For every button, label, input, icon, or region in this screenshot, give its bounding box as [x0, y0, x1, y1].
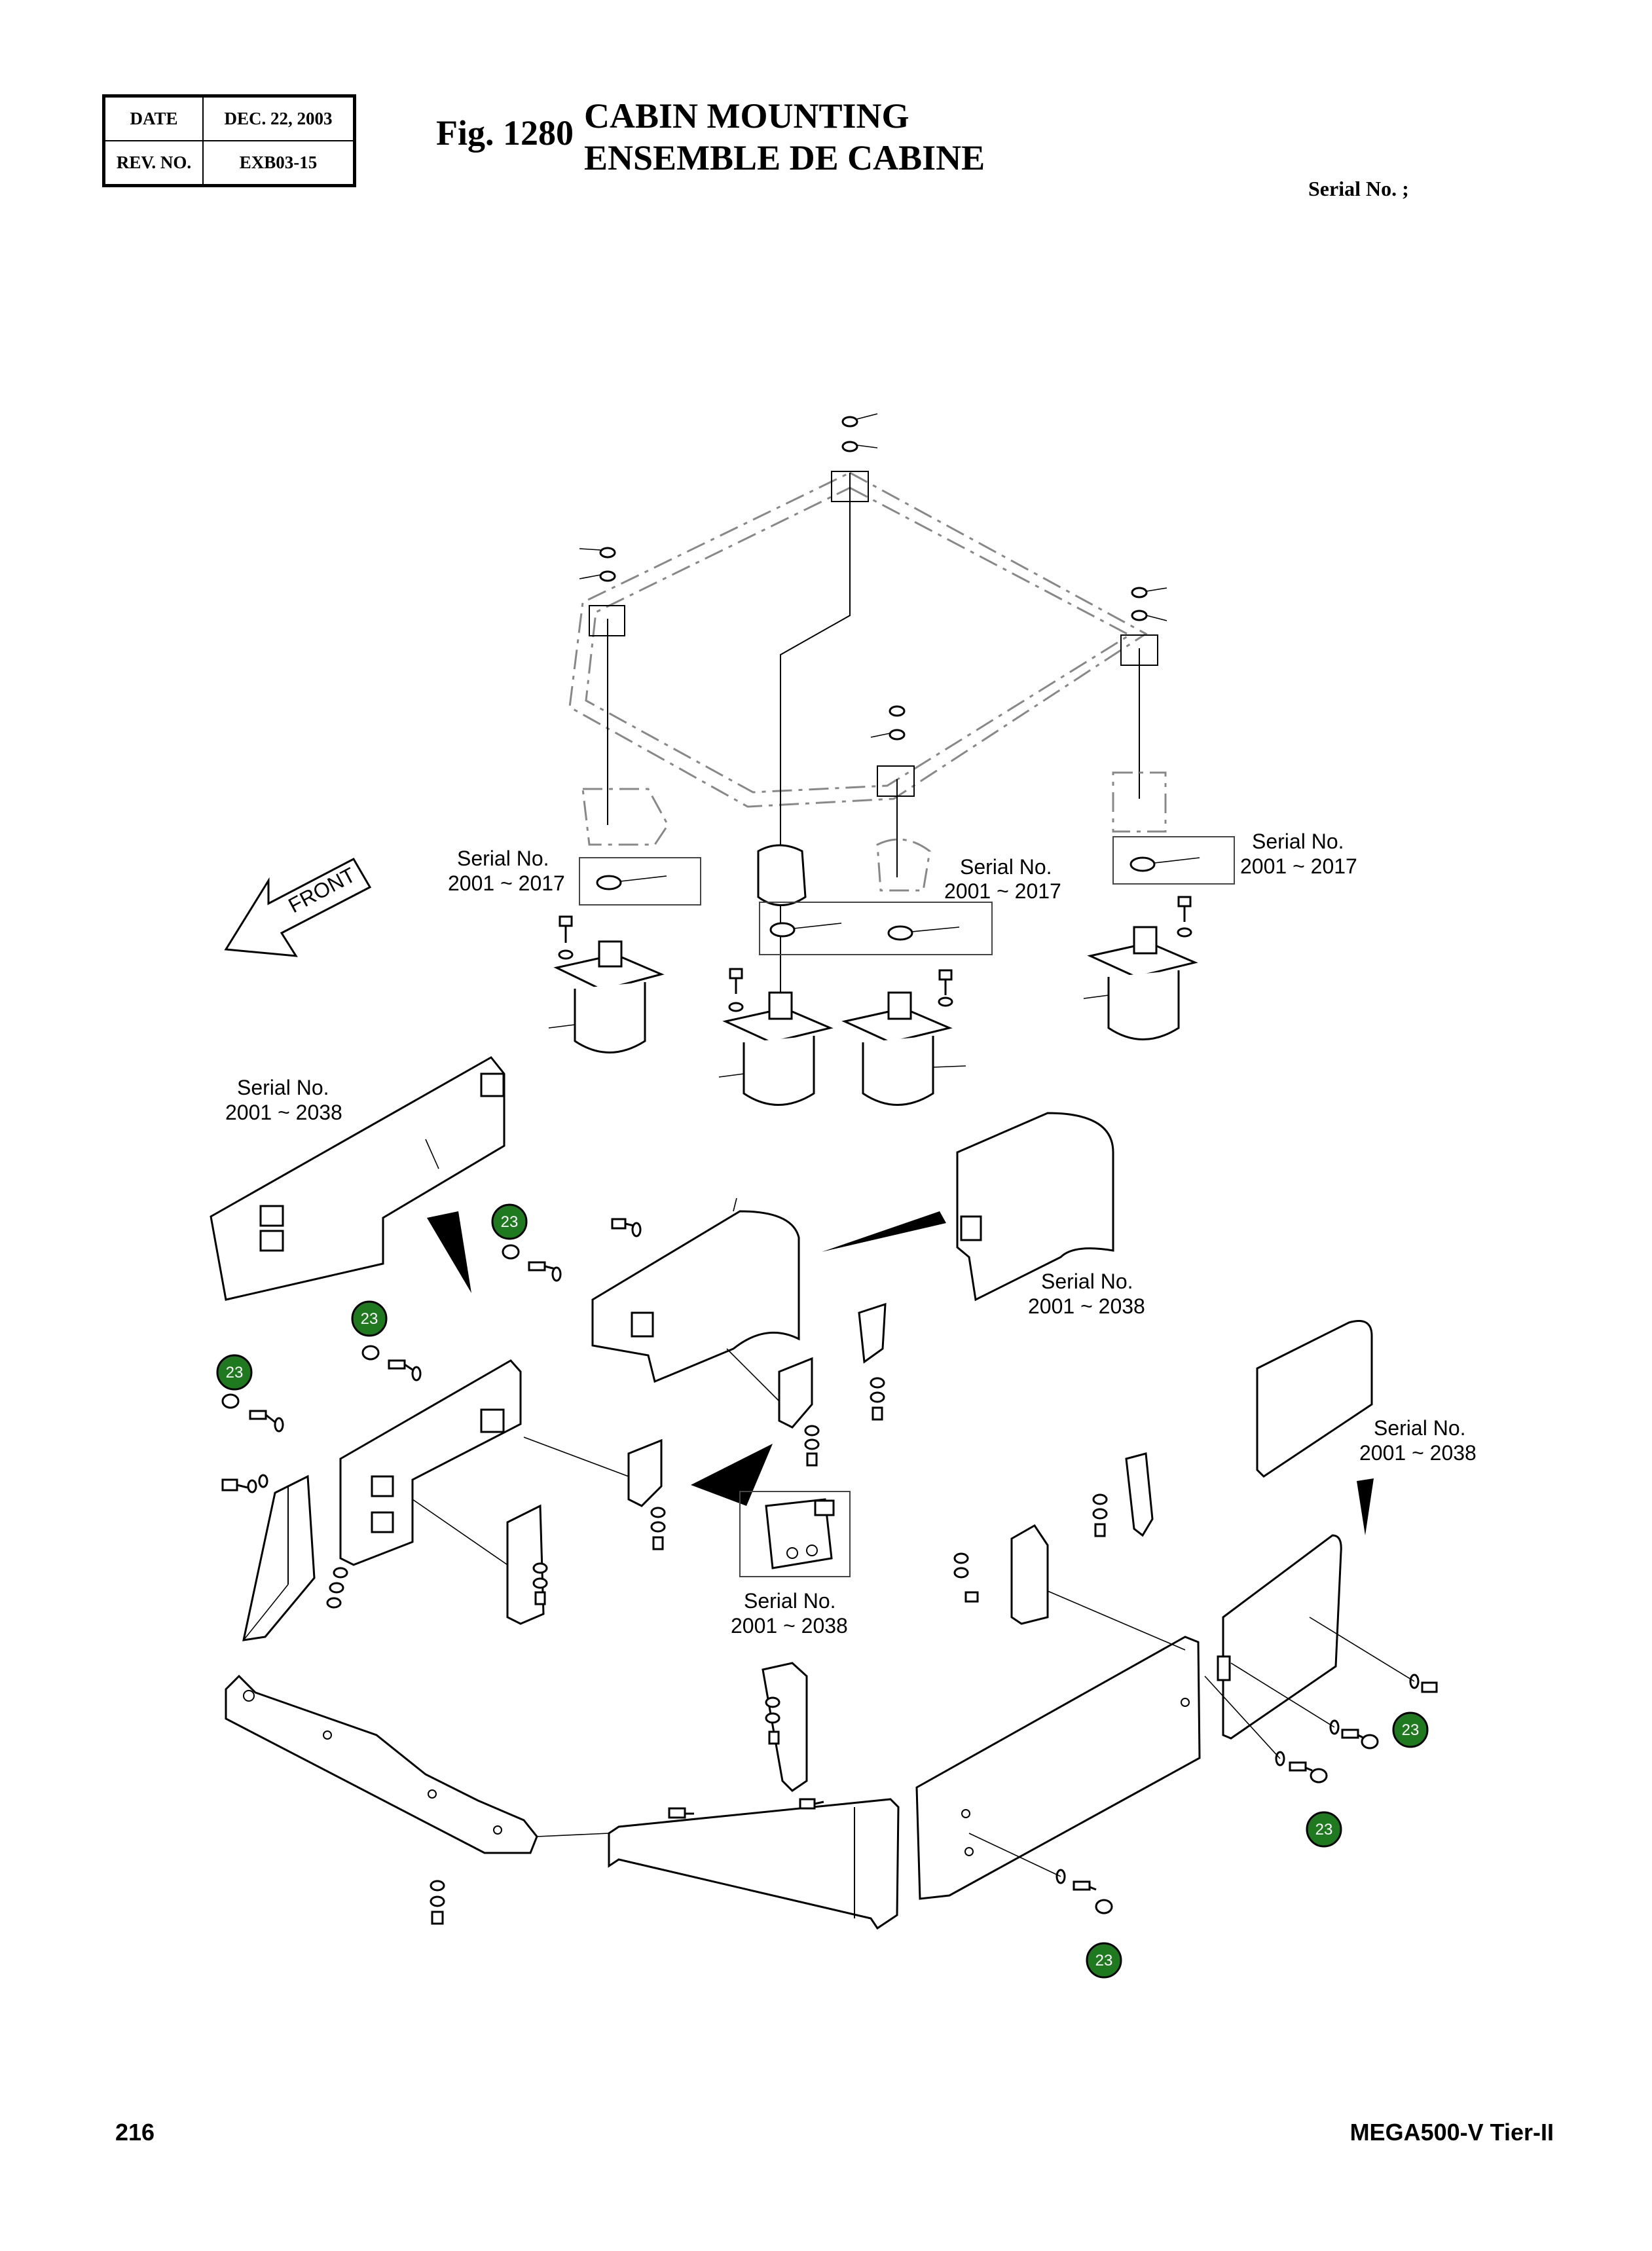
rubber-mount: [841, 838, 966, 1106]
assembly-lines: [243, 1348, 1415, 1877]
part-callout: 23: [491, 1203, 528, 1240]
right-fasteners: [1055, 1674, 1438, 1914]
serial-note-range: 2001 ~ 2038: [731, 1614, 848, 1638]
right-side-panel: [1217, 1534, 1342, 1740]
rev-label: REV. NO.: [103, 140, 204, 187]
lower-center-bar: [608, 1798, 900, 1930]
rev-value: EXB03-15: [202, 140, 356, 187]
serial-note-range: 2001 ~ 2038: [225, 1101, 342, 1124]
bracket: [762, 1662, 808, 1792]
upper-left-cover: [210, 1056, 505, 1301]
svg-text:23: 23: [1402, 1721, 1420, 1739]
front-arrow: FRONT: [224, 858, 372, 957]
date-value: DEC. 22, 2003: [202, 95, 356, 141]
serial-note-title: Serial No.: [960, 855, 1052, 879]
bracket: [506, 1504, 548, 1625]
model-name: MEGA500-V Tier-II: [1349, 2119, 1554, 2146]
bracket: [858, 1302, 887, 1421]
svg-text:23: 23: [1095, 1952, 1113, 1969]
serial-note-range: 2001 ~ 2038: [1359, 1441, 1477, 1465]
title-english: CABIN MOUNTING: [584, 96, 909, 136]
bracket: [1092, 1452, 1154, 1537]
center-cover: [591, 1198, 800, 1383]
direction-marker: [691, 1444, 773, 1506]
direction-marker: [1357, 1478, 1374, 1535]
part-callout: 23: [216, 1354, 253, 1391]
serial-note-title: Serial No.: [1374, 1416, 1466, 1440]
part-callout: 23: [1392, 1711, 1429, 1748]
mount-bolts: [558, 896, 1192, 1012]
svg-text:23: 23: [1315, 1821, 1333, 1839]
center-cover-fasteners: [502, 1218, 642, 1282]
serial-header: Serial No. ;: [1308, 177, 1409, 200]
part-callout: 23: [1306, 1811, 1342, 1848]
svg-text:23: 23: [361, 1310, 378, 1328]
date-label: DATE: [103, 95, 204, 141]
rubber-mount: [1083, 771, 1198, 1040]
lower-front-bar: [225, 1674, 538, 1925]
bracket: [778, 1357, 820, 1467]
bracket: [953, 1524, 1049, 1625]
cabin-floor-frame: [568, 471, 1158, 1002]
serial-note-title: Serial No.: [457, 847, 549, 870]
serial-note-range: 2001 ~ 2017: [1240, 854, 1357, 878]
left-side-panel: [339, 1359, 522, 1566]
left-stay: [221, 1474, 348, 1641]
serial-note-title: Serial No.: [1041, 1270, 1133, 1293]
left-panel-fasteners: [221, 1345, 422, 1433]
mount-shims: [579, 836, 1235, 955]
rubber-mount: [548, 788, 669, 1053]
rubber-mount: [718, 844, 834, 1106]
serial-note-title: Serial No.: [1252, 830, 1344, 853]
serial-note-range: 2001 ~ 2017: [448, 871, 565, 895]
direction-marker: [427, 1211, 471, 1293]
top-fasteners: [579, 413, 1167, 741]
title-french: ENSEMBLE DE CABINE: [584, 138, 985, 177]
serial-note-title: Serial No.: [744, 1589, 836, 1613]
right-small-cover: [1256, 1320, 1373, 1478]
bracket: [627, 1438, 666, 1550]
serial-note-range: 2001 ~ 2038: [1028, 1294, 1145, 1318]
serial-note-range: 2001 ~ 2017: [944, 879, 1061, 903]
revision-table: DATE DEC. 22, 2003 REV. NO. EXB03-15: [102, 94, 356, 187]
lower-right-panel: [915, 1636, 1201, 1900]
part-callout: 23: [351, 1300, 388, 1337]
direction-marker: [822, 1211, 946, 1252]
svg-text:23: 23: [501, 1213, 519, 1231]
inset-bracket-detail: [739, 1491, 851, 1577]
upper-right-cover: [956, 1112, 1114, 1302]
svg-text:23: 23: [226, 1364, 244, 1382]
serial-note-title: Serial No.: [237, 1076, 329, 1099]
figure-number: Fig. 1280: [436, 113, 574, 153]
page-number: 216: [115, 2119, 155, 2146]
part-callout: 23: [1086, 1942, 1122, 1979]
